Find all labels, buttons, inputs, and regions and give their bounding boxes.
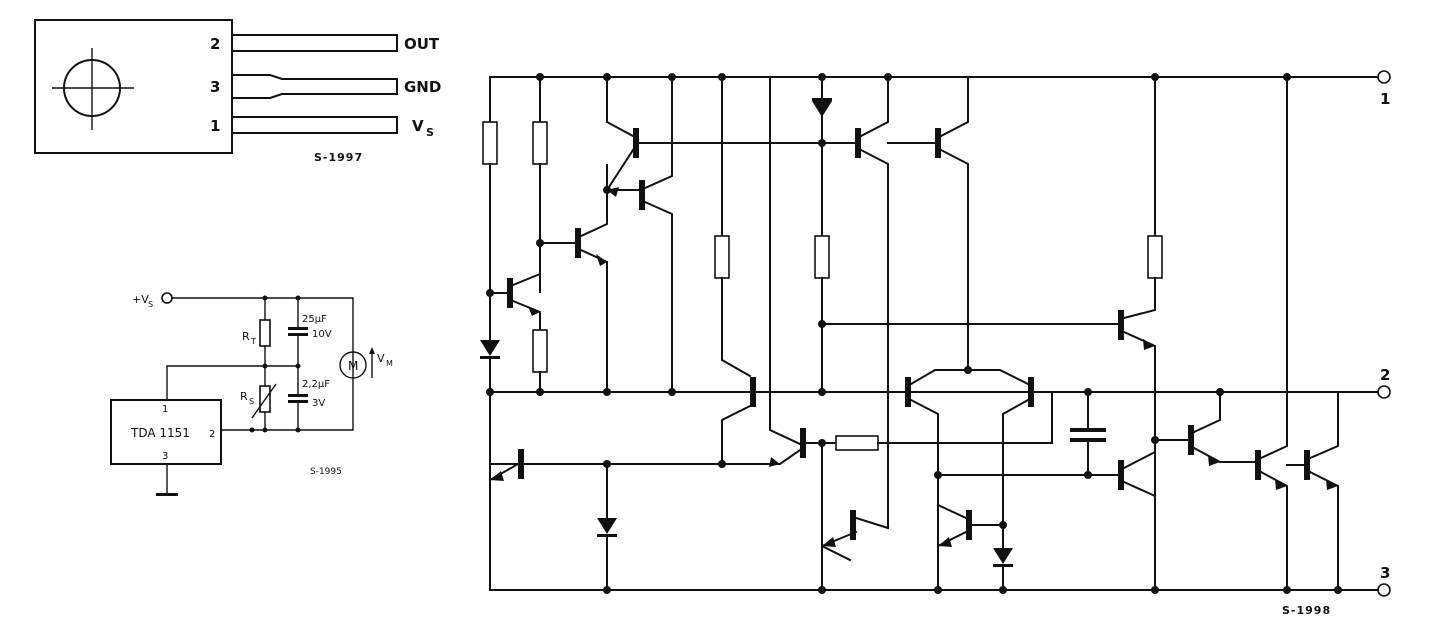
capacitor-25uf <box>288 327 308 330</box>
c1-value: 25μF <box>302 314 327 325</box>
pin-label-gnd: GND <box>404 78 441 96</box>
terminal-2 <box>1377 385 1391 399</box>
supply-label-sub: S <box>148 300 153 309</box>
resistor-r5 <box>814 235 830 279</box>
package-figure-id: S-1997 <box>314 151 363 164</box>
pin-label-out: OUT <box>404 35 440 53</box>
vm-label-sub: M <box>386 359 393 368</box>
terminal-1 <box>1377 70 1391 84</box>
transistor-q15-base <box>1118 460 1124 490</box>
pin-number-3: 3 <box>210 78 220 96</box>
emitter-arrows <box>490 187 1338 547</box>
transistor-q12-base <box>1028 377 1034 407</box>
package-body <box>34 19 233 154</box>
package-lead-1 <box>231 116 398 134</box>
package-lead-3 <box>231 74 398 99</box>
transistor-q4-base <box>639 180 645 210</box>
transistor-q14-base <box>1118 310 1124 340</box>
terminal-3-label: 3 <box>1380 564 1390 582</box>
motor-symbol <box>339 351 367 379</box>
transistor-q1-base <box>507 278 513 308</box>
resistor-r6 <box>835 435 879 451</box>
rt-label-sub: T <box>250 337 256 346</box>
resistor-rt <box>259 319 271 347</box>
diode-d2 <box>597 518 617 534</box>
transistor-q2-base <box>575 228 581 258</box>
supply-label: +V <box>132 293 149 306</box>
ic-name: TDA 1151 <box>130 426 190 440</box>
c2-voltage: 3V <box>312 398 325 409</box>
rt-label: R <box>242 330 250 343</box>
transistor-q18-base <box>1304 450 1310 480</box>
internal-schematic: 1 2 3 <box>480 70 1391 617</box>
ic-pin-2: 2 <box>209 429 215 440</box>
transistor-q6-base <box>800 428 806 458</box>
schematic-figure-id: S-1998 <box>1282 604 1331 617</box>
rs-label-sub: S <box>249 397 254 406</box>
transistor-q13-base <box>966 510 972 540</box>
transistor-q11-base <box>905 377 911 407</box>
transistor-q16-base <box>1188 425 1194 455</box>
package-outline-diagram: 2 3 1 OUT GND V S S-1997 <box>34 19 441 164</box>
resistor-r7 <box>1147 235 1163 279</box>
junction-dots <box>486 73 1342 594</box>
transistor-q17-base <box>1255 450 1261 480</box>
motor-label: M <box>348 359 358 373</box>
application-figure-id: S-1995 <box>310 467 342 477</box>
pin-label-vs-sub: S <box>426 126 434 139</box>
terminal-2-label: 2 <box>1380 366 1390 384</box>
ground-symbol <box>156 493 178 496</box>
capacitor-internal <box>1070 428 1106 432</box>
transistor-q8-base <box>855 128 861 158</box>
transistor-q3-base <box>633 128 639 158</box>
package-lead-2 <box>231 34 398 52</box>
pin-label-vs: V <box>412 117 424 135</box>
pin-number-1: 1 <box>210 117 220 135</box>
ic-block <box>110 399 222 465</box>
terminal-3 <box>1377 583 1391 597</box>
diode-d1 <box>480 340 500 356</box>
resistor-r4 <box>714 235 730 279</box>
resistor-r3 <box>532 329 548 373</box>
transistor-q9-base <box>935 128 941 158</box>
ic-pin-1: 1 <box>162 404 168 415</box>
rs-label: R <box>240 390 248 403</box>
transistor-q5-base <box>750 377 756 407</box>
resistor-r2 <box>532 121 548 165</box>
c1-voltage: 10V <box>312 329 332 340</box>
ic-pin-3: 3 <box>162 451 168 462</box>
supply-terminal <box>161 292 173 304</box>
vm-label: V <box>377 352 385 365</box>
c2-value: 2,2μF <box>302 379 330 390</box>
application-circuit: +V S R T R S 25μF 10V 2,2μF 3V M <box>110 292 393 496</box>
transistor-q10-base <box>850 510 856 540</box>
resistor-r1 <box>482 121 498 165</box>
diode-d4 <box>993 548 1013 564</box>
terminal-1-label: 1 <box>1380 90 1390 108</box>
pin-number-2: 2 <box>210 35 220 53</box>
capacitor-2-2uf <box>288 394 308 397</box>
